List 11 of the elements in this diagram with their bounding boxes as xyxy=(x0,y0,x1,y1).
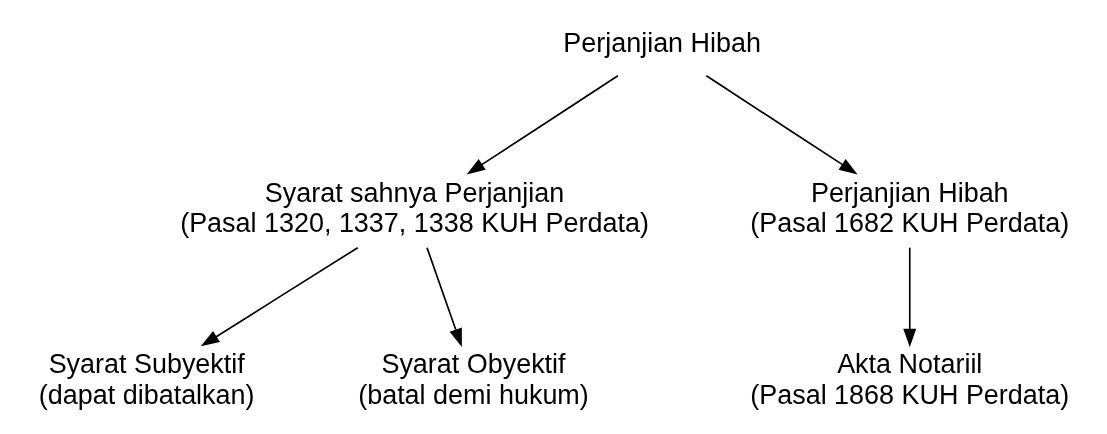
arrow xyxy=(426,246,462,348)
arrow xyxy=(903,246,917,348)
node-text: Perjanjian Hibah xyxy=(563,27,761,58)
node-text: Perjanjian Hibah (Pasal 1682 KUH Perdata) xyxy=(750,177,1070,238)
node-text: Akta Notariil (Pasal 1868 KUH Perdata) xyxy=(750,349,1070,410)
arrow xyxy=(466,74,619,175)
node-text: Syarat Obyektif (batal demi hukum) xyxy=(358,349,589,410)
arrow xyxy=(705,74,858,175)
node-text: Syarat sahnya Perjanjian (Pasal 1320, 1337, 1338 KUH Perdata) xyxy=(180,177,649,238)
arrow xyxy=(200,246,359,347)
node-text: Syarat Subyektif (dapat dibatalkan) xyxy=(38,349,255,410)
